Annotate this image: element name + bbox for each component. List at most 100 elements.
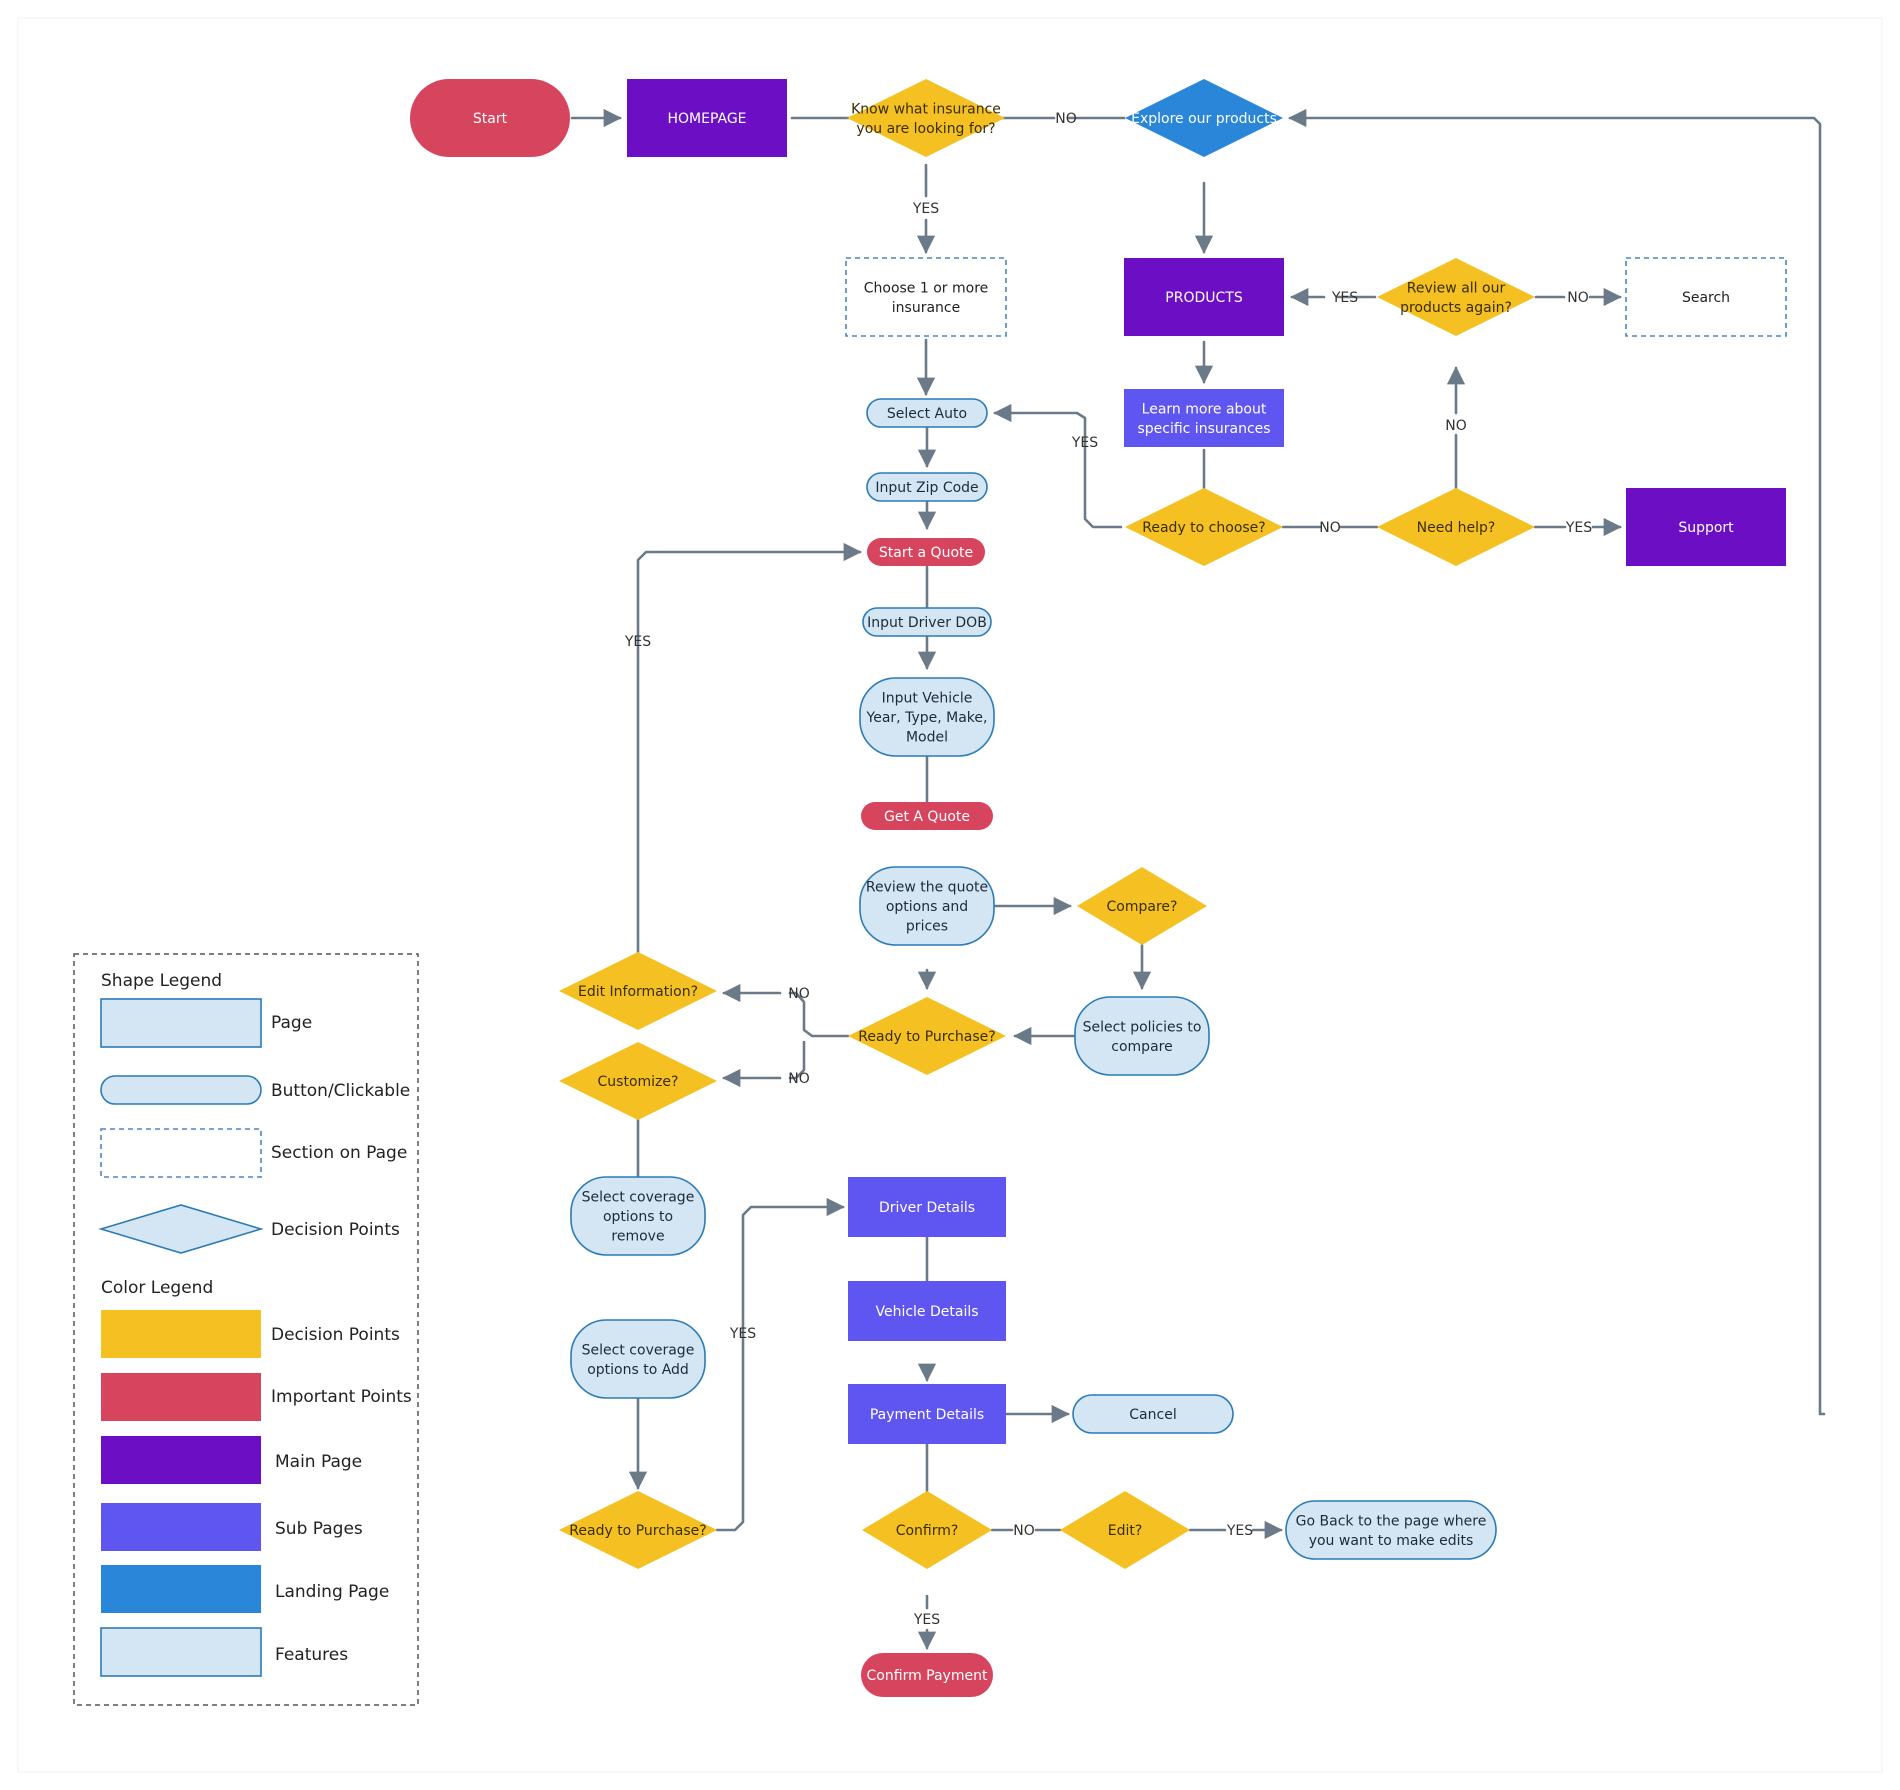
legend-color-swatch — [101, 1436, 261, 1484]
node-shape — [866, 398, 988, 428]
edge-label-yes: YES — [912, 201, 939, 217]
edge-label-yes: YES — [624, 634, 651, 650]
node-get-quote: Get A Quote — [861, 802, 993, 830]
legend-color-swatch — [100, 1627, 262, 1677]
node-shape — [862, 1491, 992, 1569]
node-edit: Edit? — [1060, 1491, 1190, 1569]
node-label: Input Vehicle — [882, 691, 973, 707]
node-label: prices — [906, 919, 948, 935]
node-shape — [410, 79, 570, 157]
node-shape — [1285, 1500, 1497, 1560]
node-label: insurance — [892, 300, 960, 316]
node-label: Select policies to — [1083, 1019, 1202, 1035]
node-compare: Compare? — [1077, 867, 1207, 945]
legend-color-label: Decision Points — [271, 1325, 400, 1345]
node-label: Start — [473, 111, 508, 127]
node-label: Payment Details — [870, 1407, 984, 1423]
node-customize: Customize? — [559, 1042, 717, 1120]
node-ready-choose: Ready to choose? — [1125, 488, 1283, 566]
connector-5 — [1288, 108, 1826, 1416]
node-label: compare — [1111, 1039, 1172, 1055]
node-shape — [559, 1491, 717, 1569]
node-shape — [848, 997, 1006, 1075]
node-input-dob: Input Driver DOB — [862, 607, 992, 637]
edge-label-yes: YES — [1565, 520, 1592, 536]
legend-shape-label: Section on Page — [271, 1143, 407, 1163]
node-shape — [1124, 258, 1284, 336]
node-label: Select Auto — [887, 406, 967, 422]
node-payment-details: Payment Details — [848, 1384, 1006, 1444]
legend-shape-title: Shape Legend — [101, 971, 222, 991]
node-shape — [848, 1384, 1006, 1444]
node-confirm-payment: Confirm Payment — [861, 1653, 993, 1697]
node-label: Need help? — [1417, 520, 1496, 536]
node-label: Review the quote — [866, 880, 988, 896]
edge-label-no: NO — [788, 1071, 810, 1087]
node-shape — [1124, 389, 1284, 447]
node-shape — [862, 607, 992, 637]
node-shape — [627, 79, 787, 157]
node-label: Start a Quote — [879, 545, 973, 561]
node-label: Learn more about — [1142, 401, 1267, 417]
node-label: Select coverage — [582, 1342, 695, 1358]
legend-color-swatch — [101, 1503, 261, 1551]
connector-33 — [788, 1040, 806, 1080]
node-label: Select coverage — [582, 1190, 695, 1206]
node-label: Explore our products — [1131, 111, 1277, 127]
node-label: Go Back to the page where — [1296, 1513, 1487, 1529]
node-label: Confirm? — [896, 1523, 959, 1539]
node-shape — [1377, 488, 1535, 566]
node-label: PRODUCTS — [1165, 290, 1243, 306]
node-label: Edit Information? — [578, 984, 698, 1000]
node-label: specific insurances — [1137, 421, 1270, 437]
edge-label-no: NO — [1319, 520, 1341, 536]
node-go-back: Go Back to the page where you want to mak… — [1285, 1500, 1497, 1560]
node-label: Review all our — [1407, 280, 1506, 296]
node-vehicle-details: Vehicle Details — [848, 1281, 1006, 1341]
node-select-auto: Select Auto — [866, 398, 988, 428]
node-support: Support — [1626, 488, 1786, 566]
legend-color-swatch — [101, 1373, 261, 1421]
node-shape — [861, 802, 993, 830]
legend-color-label: Main Page — [275, 1452, 362, 1472]
edge-label-no: NO — [1055, 111, 1077, 127]
node-shape — [848, 1177, 1006, 1237]
legend-shape-label: Button/Clickable — [271, 1081, 410, 1101]
node-label: Support — [1678, 520, 1734, 536]
node-start: Start — [410, 79, 570, 157]
node-shape — [559, 952, 717, 1030]
node-ready-purchase-1: Ready to Purchase? — [848, 997, 1006, 1075]
node-shape — [1125, 79, 1283, 157]
legend-section-swatch — [100, 1128, 262, 1178]
node-confirm: Confirm? — [862, 1491, 992, 1569]
node-shape — [1125, 488, 1283, 566]
legend-color-label: Landing Page — [275, 1582, 389, 1602]
node-shape — [847, 79, 1005, 157]
node-label: Ready to Purchase? — [858, 1029, 995, 1045]
legend-shape-label: Decision Points — [271, 1220, 400, 1240]
legend-color-label: Sub Pages — [275, 1519, 363, 1539]
node-label: Search — [1682, 290, 1730, 306]
node-label: Ready to Purchase? — [569, 1523, 706, 1539]
node-start-quote: Start a Quote — [867, 538, 985, 566]
node-shape — [1625, 257, 1787, 337]
node-select-policies: Select policies to compare — [1074, 996, 1210, 1076]
node-shape — [1060, 1491, 1190, 1569]
node-shape — [570, 1176, 706, 1256]
node-label: options and — [886, 899, 968, 915]
node-label: Year, Type, Make, — [866, 710, 988, 726]
node-label: you want to make edits — [1309, 1533, 1474, 1549]
node-label: Get A Quote — [884, 809, 970, 825]
node-edit-info: Edit Information? — [559, 952, 717, 1030]
node-label: Model — [906, 730, 948, 746]
edge-label-no: NO — [788, 986, 810, 1002]
node-shape — [559, 1042, 717, 1120]
node-label: remove — [611, 1229, 664, 1245]
node-shape — [861, 1653, 993, 1697]
node-review-quote: Review the quote options and prices — [859, 866, 995, 946]
